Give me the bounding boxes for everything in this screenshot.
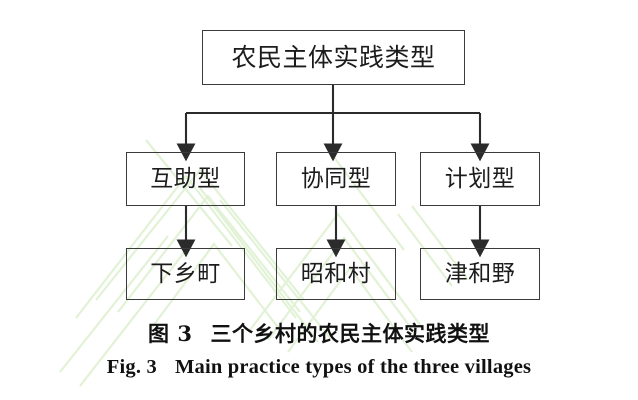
figure-caption-chinese-text: 三个乡村的农民主体实践类型 xyxy=(210,321,490,346)
figure-caption-english-text: Main practice types of the three village… xyxy=(174,356,532,378)
node-type-mutual-label: 互助型 xyxy=(150,165,221,192)
node-village-showa-label: 昭和村 xyxy=(300,260,372,287)
node-type-mutual: 互助型 xyxy=(126,152,245,206)
node-village-shimogo-label: 下乡町 xyxy=(150,260,221,287)
node-village-tsuwano: 津和野 xyxy=(420,248,540,300)
node-type-cooperative-label: 协同型 xyxy=(300,165,372,192)
node-village-shimogo: 下乡町 xyxy=(126,248,245,300)
node-type-cooperative: 协同型 xyxy=(276,152,396,206)
node-root-practice-types: 农民主体实践类型 xyxy=(202,30,465,85)
figure-caption-english: Fig. 3 Main practice types of the three v… xyxy=(0,356,638,379)
node-village-tsuwano-label: 津和野 xyxy=(444,260,516,287)
node-root-label: 农民主体实践类型 xyxy=(231,43,436,72)
figure-caption-chinese: 图 3 三个乡村的农民主体实践类型 xyxy=(0,318,638,348)
node-type-planned: 计划型 xyxy=(420,152,540,206)
node-village-showa: 昭和村 xyxy=(276,248,396,300)
figure-caption-chinese-number: 图 3 xyxy=(148,321,193,346)
figure-caption-english-number: Fig. 3 xyxy=(106,356,157,378)
node-type-planned-label: 计划型 xyxy=(444,165,516,192)
